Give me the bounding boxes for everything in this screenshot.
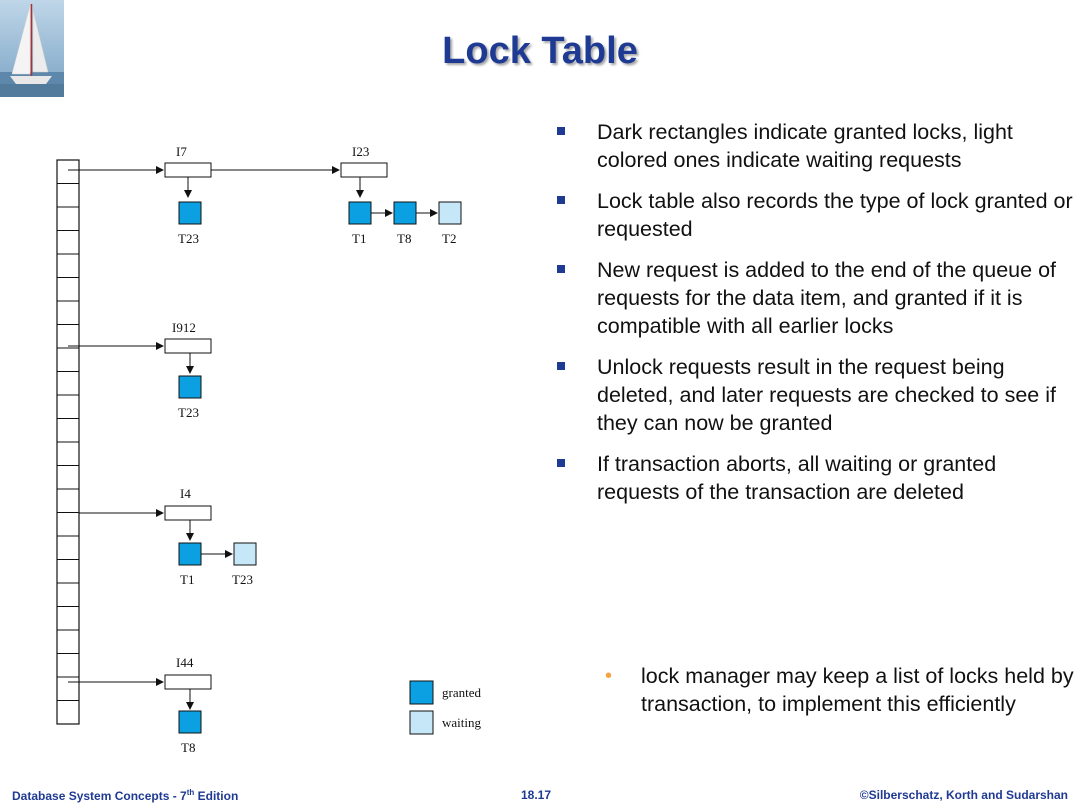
footer-copyright: ©Silberschatz, Korth and Sudarshan (859, 788, 1068, 802)
transaction-label: T2 (442, 231, 456, 246)
transaction-label: T23 (232, 572, 253, 587)
bullet-item: Lock table also records the type of lock… (553, 187, 1073, 243)
sub-bullet-item: •lock manager may keep a list of locks h… (605, 664, 1080, 716)
granted-request (178, 201, 202, 225)
bullet-item: New request is added to the end of the q… (553, 256, 1073, 340)
bullet-item: If transaction aborts, all waiting or gr… (553, 450, 1073, 506)
dot-bullet-icon: • (605, 665, 613, 687)
granted-request (178, 710, 202, 734)
data-item-box (164, 162, 212, 178)
data-item-label: I44 (176, 655, 194, 670)
sailboat-logo-icon (0, 0, 64, 97)
footer-page-number: 18.17 (521, 788, 552, 802)
square-bullet-icon (557, 362, 565, 370)
data-item-box (164, 338, 212, 354)
transaction-label: T1 (180, 572, 194, 587)
legend-waiting-label: waiting (442, 715, 481, 730)
data-item-label: I4 (180, 486, 191, 501)
square-bullet-icon (557, 196, 565, 204)
transaction-label: T8 (397, 231, 411, 246)
granted-request (393, 201, 417, 225)
data-item-box (164, 505, 212, 521)
data-item-box (340, 162, 388, 178)
lock-chain-I23: I23 T1 T8 T2 (340, 144, 462, 246)
transaction-label: T23 (178, 231, 199, 246)
hash-table (56, 159, 80, 725)
bullet-item: Dark rectangles indicate granted locks, … (553, 118, 1073, 174)
legend-granted-label: granted (442, 685, 481, 700)
legend: granted waiting (409, 680, 481, 735)
transaction-label: T23 (178, 405, 199, 420)
data-item-label: I912 (172, 320, 196, 335)
transaction-label: T8 (181, 740, 195, 755)
lock-chain-I7: I7 T23 (68, 144, 340, 246)
square-bullet-icon (557, 127, 565, 135)
legend-granted-swatch (409, 680, 434, 705)
lock-chain-I44: I44 T8 (68, 655, 212, 755)
granted-request (178, 375, 202, 399)
square-bullet-icon (557, 265, 565, 273)
legend-waiting-swatch (409, 710, 434, 735)
bullet-list: Dark rectangles indicate granted locks, … (553, 118, 1073, 519)
lock-chain-I912: I912 T23 (68, 320, 212, 420)
transaction-label: T1 (352, 231, 366, 246)
data-item-label: I23 (352, 144, 369, 159)
granted-request (348, 201, 372, 225)
square-bullet-icon (557, 459, 565, 467)
bullet-item: Unlock requests result in the request be… (553, 353, 1073, 437)
page-title: Lock Table (442, 30, 638, 72)
waiting-request (438, 201, 462, 225)
lock-chain-I4: I4 T1 T23 (79, 486, 257, 587)
lock-table-diagram: I7 T23 I23 T1 T8 T2 I912 T23 I4 (56, 144, 481, 755)
waiting-request (233, 542, 257, 566)
data-item-label: I7 (176, 144, 187, 159)
data-item-box (164, 674, 212, 690)
granted-request (178, 542, 202, 566)
footer-left: Database System Concepts - 7th Edition (12, 788, 239, 803)
